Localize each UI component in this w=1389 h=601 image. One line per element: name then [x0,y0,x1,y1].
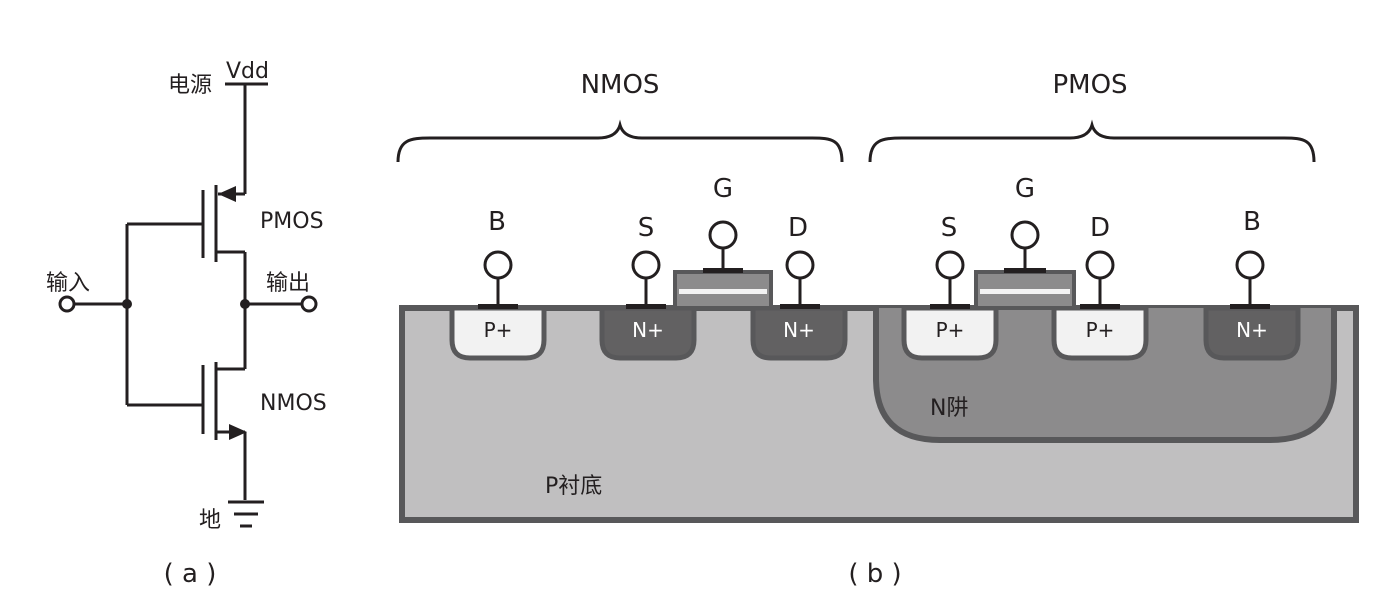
inverter-circuit: 电源 Vdd PMOS NMOS 输入 输出 地 ( a ) [46,59,327,589]
output-label: 输出 [266,271,310,296]
pmos-region-p-plus-source [901,305,999,361]
output-junction [240,299,250,309]
nmos-terminal-b: B [488,207,506,237]
nmos-title: NMOS [581,70,660,100]
nmos-arrow [229,424,247,440]
cross-section: NMOS PMOS P+ N+ N+ P+ P+ N+ [396,70,1359,589]
pmos-region-n-plus-body [1203,305,1301,361]
caption-b: ( b ) [848,559,901,589]
pmos-region-label-3: N+ [1236,318,1268,342]
pmos-region-label-1: P+ [936,318,965,342]
nmos-brace [396,119,844,163]
pmos-terminal-b: B [1243,207,1261,237]
nmos-region-p-plus [449,305,547,361]
nmos-region-label-3: N+ [783,318,815,342]
nmos-region-label-1: P+ [484,318,513,342]
nmos-region-n-plus-source [599,305,697,361]
input-terminal [58,295,76,313]
pmos-terminal-s: S [941,213,958,243]
output-terminal [300,295,318,313]
pmos-gate-stack [974,220,1076,310]
ground-label: 地 [199,508,221,533]
nmos-terminal-s: S [638,213,655,243]
substrate-label: P衬底 [545,474,602,499]
nwell-label: N阱 [930,396,968,421]
nmos-region-n-plus-drain [750,305,848,361]
pmos-region-label-2: P+ [1086,318,1115,342]
caption-a: ( a ) [164,559,217,589]
nmos-terminal-g: G [713,174,733,204]
pmos-terminal-d: D [1090,213,1110,243]
input-label: 输入 [46,271,90,296]
nmos-label: NMOS [260,391,327,416]
nmos-gate-stack [673,220,773,310]
pmos-title: PMOS [1052,70,1127,100]
vdd-label: Vdd [226,59,269,84]
nmos-terminal-d: D [788,213,808,243]
pmos-arrow [218,186,236,202]
pmos-region-p-plus-drain [1051,305,1149,361]
pmos-brace [868,119,1316,163]
vdd-cn-label: 电源 [168,73,212,98]
nmos-region-label-2: N+ [632,318,664,342]
terminal-pins [478,250,1270,309]
input-junction [122,299,132,309]
pmos-terminal-g: G [1015,174,1035,204]
pmos-label: PMOS [260,209,324,234]
